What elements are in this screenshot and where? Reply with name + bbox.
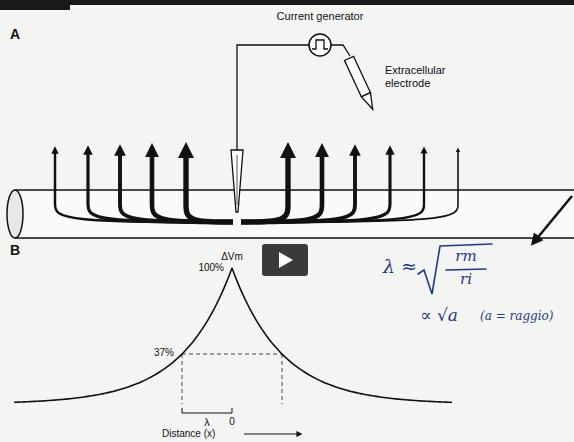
screen-bezel bbox=[0, 0, 574, 5]
handwritten-note: ∝ √a bbox=[420, 306, 458, 326]
current-arrows bbox=[55, 150, 458, 222]
extracellular-electrode bbox=[331, 45, 377, 111]
decay-graph bbox=[14, 268, 452, 434]
decay-curve bbox=[14, 268, 232, 402]
component-label: Extracellular electrode bbox=[385, 64, 471, 89]
current-arrow bbox=[120, 150, 233, 222]
play-button bbox=[262, 244, 308, 276]
current-arrow bbox=[186, 150, 233, 222]
handwritten-note: (a = raggio) bbox=[480, 310, 554, 324]
screen-bezel bbox=[0, 0, 70, 10]
current-arrow bbox=[55, 150, 233, 222]
panel-letter: A bbox=[10, 26, 20, 42]
handwritten-note: ri bbox=[460, 271, 472, 288]
current-arrow bbox=[88, 150, 233, 222]
current-arrow bbox=[241, 150, 458, 222]
current-arrow bbox=[152, 150, 233, 222]
axis-label: ΔVm bbox=[221, 251, 243, 263]
handwritten-note: λ ≈ bbox=[383, 256, 417, 278]
current-arrow bbox=[241, 150, 322, 222]
length-constant-label: λ bbox=[204, 416, 210, 429]
pointer-arrow bbox=[534, 196, 572, 242]
axis-value: 37% bbox=[154, 347, 174, 359]
component-label: Current generator bbox=[277, 10, 364, 23]
current-arrow bbox=[241, 150, 288, 222]
axis-value: 0 bbox=[229, 416, 235, 428]
current-arrow bbox=[241, 150, 424, 222]
handwritten-formula bbox=[418, 244, 492, 294]
intracellular-electrode bbox=[231, 45, 309, 212]
axis-title: Distance (x) bbox=[162, 428, 215, 440]
decay-curve bbox=[232, 268, 452, 402]
handwritten-note: rm bbox=[455, 248, 476, 265]
panel-letter: B bbox=[10, 242, 20, 258]
current-generator-symbol bbox=[309, 34, 331, 56]
current-arrow bbox=[241, 150, 390, 222]
current-arrow bbox=[241, 150, 355, 222]
axis-value: 100% bbox=[198, 262, 224, 274]
